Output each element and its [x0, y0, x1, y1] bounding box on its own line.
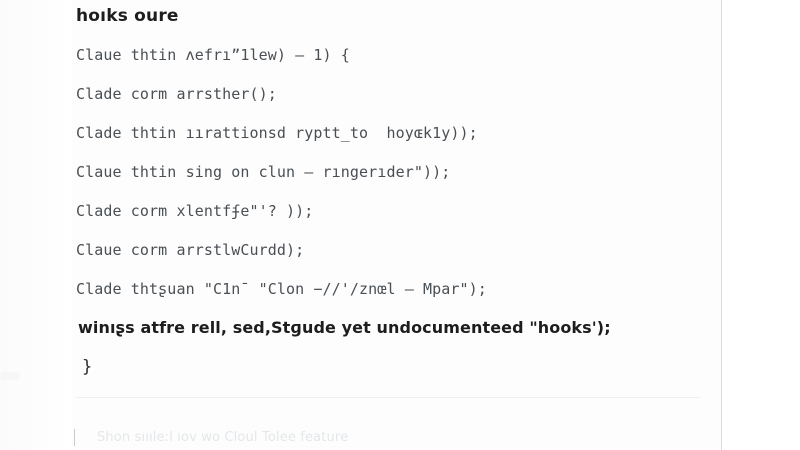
code-closing-brace: } — [82, 357, 93, 377]
pane-divider — [721, 0, 722, 450]
code-line: Clade corm arrsther(); — [76, 85, 277, 103]
code-emphasis-line: winıʂs atfre rell, sed,Stɡude yet undocu… — [78, 318, 611, 337]
code-line: Claue thtin sing on clun — rıngerıder"))… — [76, 163, 451, 181]
composer-placeholder[interactable]: Shon sıııle:l ıov wo Cloul Tolee feature — [97, 429, 349, 445]
section-divider — [76, 397, 700, 398]
code-line: Clade corm xlentfʄe"'? )); — [76, 202, 314, 220]
side-panel — [722, 0, 800, 450]
text-cursor-icon — [74, 428, 75, 446]
code-preview-pane — [0, 0, 721, 450]
code-line: Claue thtin ʌefrıˮ1lew) — 1) { — [76, 46, 350, 64]
code-line: Claue corm arrstlwCurdd); — [76, 241, 305, 259]
composer-row[interactable]: Shon sıııle:l ıov wo Cloul Tolee feature — [74, 424, 694, 450]
code-line: Clade thtin ıırattionsd ryptt_to hoyɶk1y… — [76, 124, 478, 142]
code-title: hoıks oure — [76, 6, 179, 26]
code-line: Clade thtʂuan "C1n¯ "Clon −//'/znœl — Mp… — [76, 280, 487, 298]
